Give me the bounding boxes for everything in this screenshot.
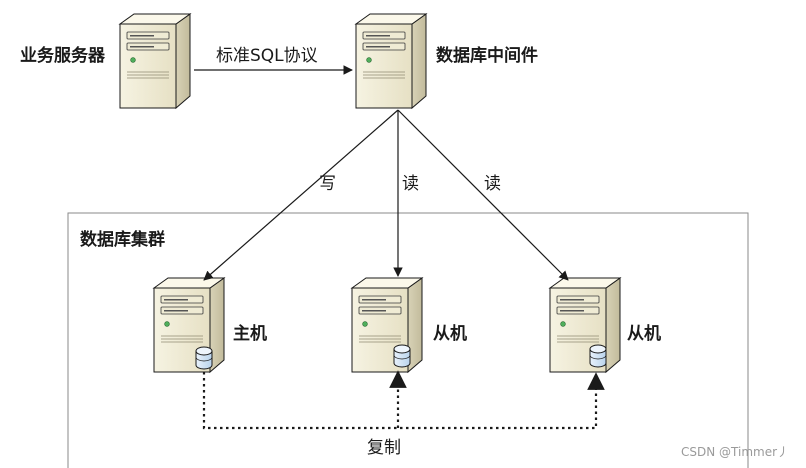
read-label-2: 读 (484, 174, 501, 194)
read-arrow-2 (397, 109, 569, 281)
master-server-icon (153, 277, 225, 373)
write-arrow (203, 109, 399, 281)
read-label-1: 读 (402, 174, 419, 194)
slave-1-label: 从机 (433, 324, 467, 344)
replication-label: 复制 (367, 438, 401, 458)
slave-2-db-icon (589, 344, 607, 368)
cluster-label: 数据库集群 (80, 230, 165, 250)
master-label: 主机 (233, 324, 267, 344)
slave-2-server-icon (549, 277, 621, 373)
business-server-label: 业务服务器 (20, 46, 105, 66)
slave-1-server-icon (351, 277, 423, 373)
slave-2-label: 从机 (627, 324, 661, 344)
replication-path (202, 372, 605, 430)
watermark: CSDN @Timmer丿 (681, 445, 790, 459)
database-cluster-box (67, 212, 749, 468)
slave-1-db-icon (393, 344, 411, 368)
write-label: 写 (319, 174, 336, 194)
middleware-label: 数据库中间件 (436, 46, 538, 66)
business-server-icon (119, 13, 191, 109)
middleware-server-icon (355, 13, 427, 109)
protocol-label: 标准SQL协议 (216, 46, 318, 66)
master-db-icon (195, 346, 213, 370)
